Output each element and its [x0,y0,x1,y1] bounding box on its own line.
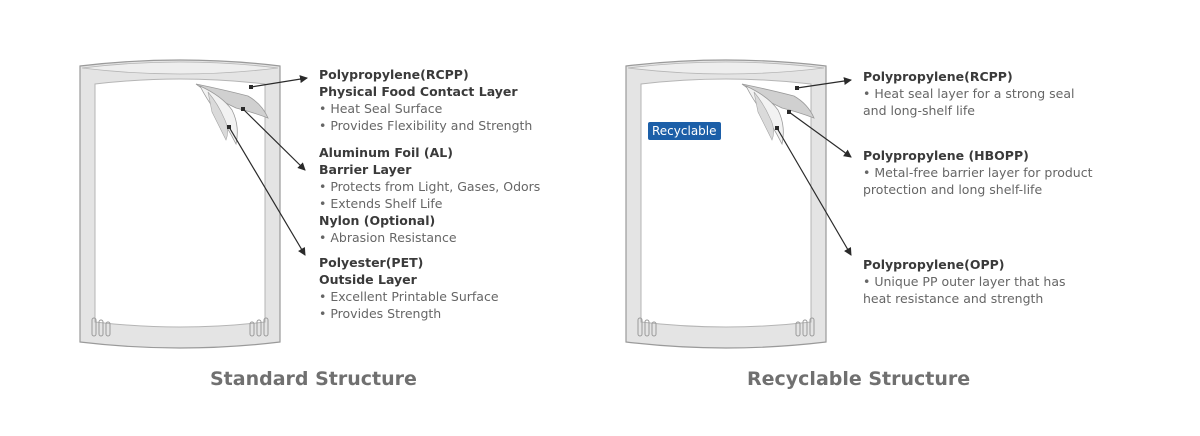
standard-rcpp-subtitle: Physical Food Contact Layer [319,84,518,99]
standard-al-bullet: • Extends Shelf Life [319,196,443,211]
recyclable-opp-line: heat resistance and strength [863,291,1044,306]
standard-nylon-bullet: • Abrasion Resistance [319,230,457,245]
recyclable-rcpp-line: • Heat seal layer for a strong seal [863,86,1075,101]
standard-al-bullet: • Protects from Light, Gases, Odors [319,179,541,194]
standard-al-label: Aluminum Foil (AL) Barrier Layer • Prote… [319,144,540,246]
standard-rcpp-label: Polypropylene(RCPP) Physical Food Contac… [319,66,532,134]
standard-pet-title: Polyester(PET) [319,255,424,270]
standard-pouch [79,59,308,349]
recyclable-rcpp-title: Polypropylene(RCPP) [863,69,1013,84]
recyclable-opp-line: • Unique PP outer layer that has [863,274,1066,289]
standard-arrow-al [241,107,306,171]
recyclable-hbopp-title: Polypropylene (HBOPP) [863,148,1029,163]
standard-arrow-pet [227,125,306,256]
standard-nylon-title: Nylon (Optional) [319,213,436,228]
standard-pet-bullet: • Provides Strength [319,306,442,321]
recyclable-hbopp-line: protection and long shelf-life [863,182,1043,197]
recyclable-arrow-opp [775,126,852,256]
recyclable-caption: Recyclable Structure [747,368,971,390]
recyclable-badge: Recyclable [648,122,721,140]
standard-arrow-rcpp [249,75,308,89]
recyclable-rcpp-line: and long-shelf life [863,103,975,118]
standard-rcpp-title: Polypropylene(RCPP) [319,67,469,82]
standard-pet-bullet: • Excellent Printable Surface [319,289,499,304]
recyclable-opp-title: Polypropylene(OPP) [863,257,1005,272]
recyclable-pouch [625,59,852,349]
standard-rcpp-bullet: • Provides Flexibility and Strength [319,118,533,133]
recyclable-rcpp-label: Polypropylene(RCPP) • Heat seal layer fo… [863,68,1075,119]
recyclable-hbopp-line: • Metal-free barrier layer for product [863,165,1093,180]
standard-al-title: Aluminum Foil (AL) [319,145,453,160]
standard-pet-label: Polyester(PET) Outside Layer • Excellent… [319,254,499,322]
recyclable-arrow-hbopp [787,110,852,158]
standard-caption: Standard Structure [210,368,417,390]
recyclable-hbopp-label: Polypropylene (HBOPP) • Metal-free barri… [863,147,1093,198]
recyclable-opp-label: Polypropylene(OPP) • Unique PP outer lay… [863,256,1066,307]
standard-pet-subtitle: Outside Layer [319,272,417,287]
standard-rcpp-bullet: • Heat Seal Surface [319,101,443,116]
recyclable-arrow-rcpp [795,77,852,90]
standard-al-subtitle: Barrier Layer [319,162,412,177]
